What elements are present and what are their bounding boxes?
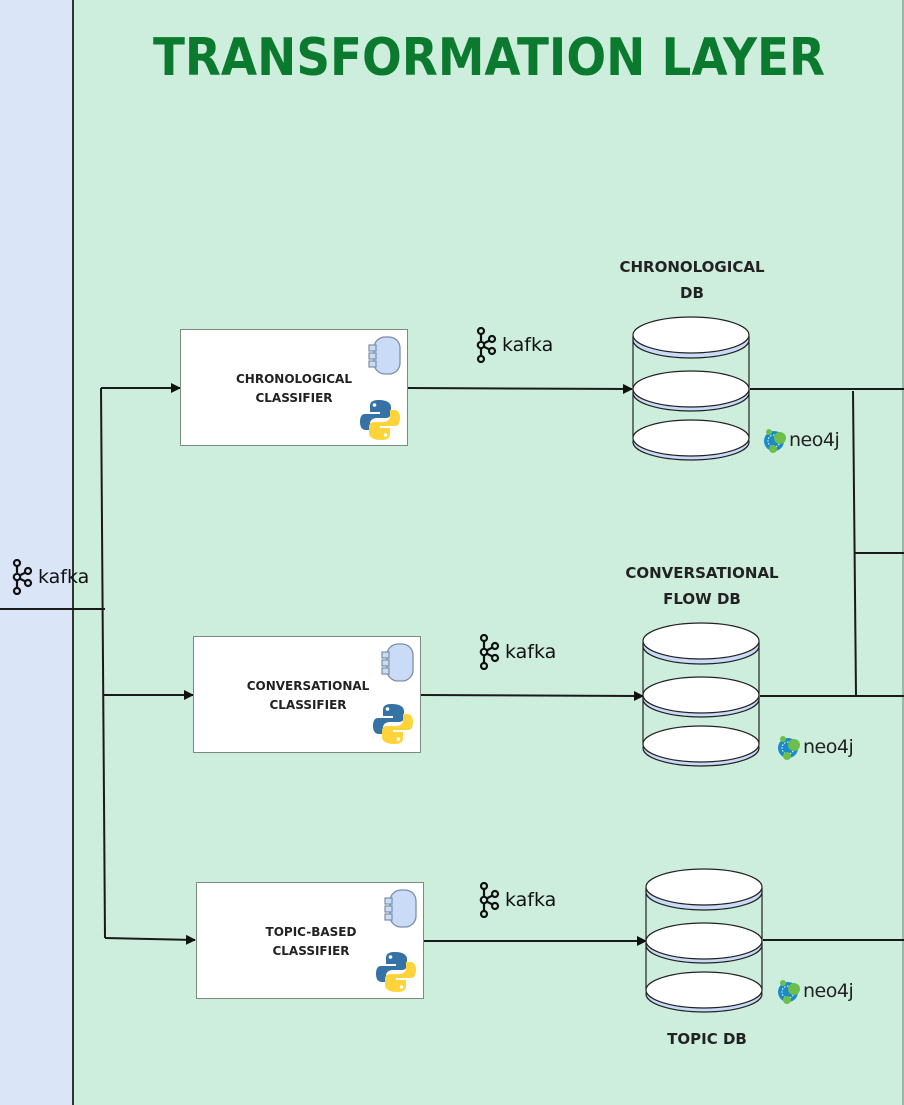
component-icon <box>381 643 414 682</box>
classifier-title-line2: CLASSIFIER <box>272 944 350 958</box>
kafka-icon <box>476 327 497 363</box>
component-icon <box>384 889 417 928</box>
kafka-badge-conversational: kafka <box>477 634 556 670</box>
classifier-title-line1: TOPIC-BASED <box>265 925 357 939</box>
conversational-classifier[interactable]: CONVERSATIONAL CLASSIFIER <box>193 636 421 753</box>
kafka-icon <box>12 559 33 595</box>
kafka-label: kafka <box>38 566 90 588</box>
kafka-label: kafka <box>505 641 557 663</box>
trunk-wire <box>100 387 106 939</box>
neo4j-icon <box>764 429 786 453</box>
classifier-title-line2: CLASSIFIER <box>255 391 333 405</box>
classifier-title-line1: CHRONOLOGICAL <box>235 372 352 386</box>
neo4j-icon <box>778 980 800 1004</box>
neo4j-icon <box>778 736 800 760</box>
component-icon <box>368 336 401 375</box>
neo4j-label: neo4j <box>803 736 854 758</box>
kafka-label: kafka <box>505 889 557 911</box>
conversational-flow-db-icon[interactable] <box>638 620 764 770</box>
chronological-db-icon[interactable] <box>628 314 754 464</box>
branch-wire-topic <box>104 934 196 945</box>
db-label-conversational: CONVERSATIONAL FLOW DB <box>625 564 779 608</box>
neo4j-label: neo4j <box>789 429 840 451</box>
layer-title: TRANSFORMATION LAYER <box>152 28 826 88</box>
python-icon <box>373 704 413 744</box>
python-icon <box>376 952 416 992</box>
merge-wire-vertical <box>852 390 857 697</box>
python-icon <box>360 400 400 440</box>
chronological-classifier[interactable]: CHRONOLOGICAL CLASSIFIER <box>180 329 408 446</box>
topic-db-icon[interactable] <box>641 866 767 1016</box>
db-label-chronological: CHRONOLOGICAL DB <box>619 258 765 302</box>
db-wire-chronological <box>407 383 633 394</box>
kafka-label: kafka <box>502 334 554 356</box>
db-label-topic: TOPIC DB <box>667 1030 747 1048</box>
classifier-title-line2: CLASSIFIER <box>269 698 347 712</box>
neo4j-badge-chronological: neo4j <box>762 427 840 453</box>
neo4j-badge-conversational: neo4j <box>776 734 854 760</box>
db-wire-conversational <box>420 690 644 701</box>
topic-based-classifier[interactable]: TOPIC-BASED CLASSIFIER <box>196 882 424 999</box>
classifier-title-line1: CONVERSATIONAL <box>246 679 370 693</box>
input-kafka-badge: kafka <box>10 559 89 595</box>
kafka-badge-chronological: kafka <box>474 327 553 363</box>
neo4j-label: neo4j <box>803 980 854 1002</box>
previous-layer-panel <box>0 0 74 1105</box>
kafka-icon <box>479 634 500 670</box>
kafka-badge-topic: kafka <box>477 882 556 918</box>
neo4j-badge-topic: neo4j <box>776 978 854 1004</box>
kafka-icon <box>479 882 500 918</box>
